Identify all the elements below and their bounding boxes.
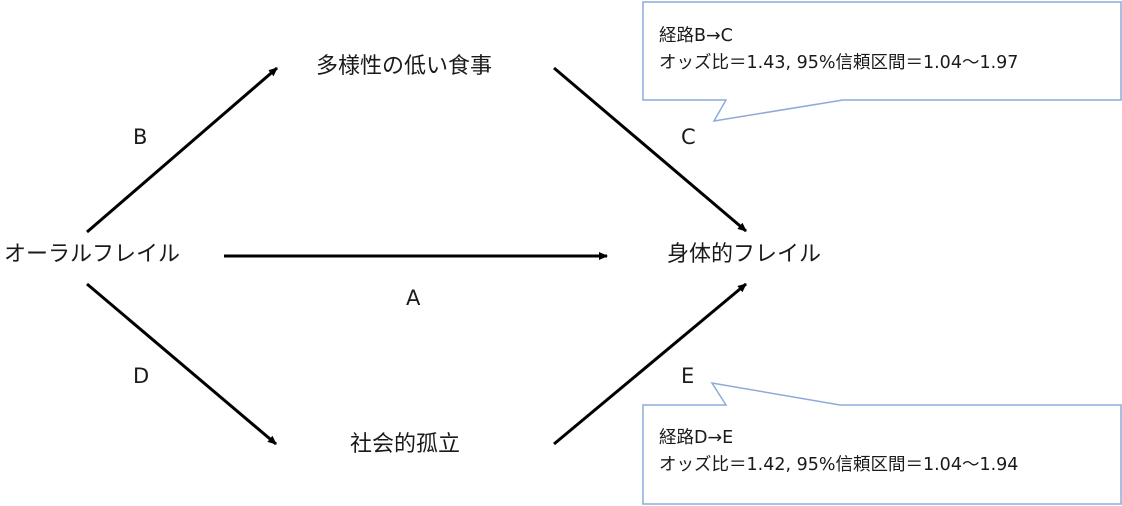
callout-bottom-path: 経路D→E [659,428,734,448]
callout-bottom-stats: オッズ比＝1.42, 95%信頼区間＝1.04〜1.94 [659,455,1019,475]
node-oral-frailty: オーラルフレイル [4,242,181,267]
edge-label-b: B [133,125,148,149]
callout-top-bubble [642,1,1122,122]
callout-top-stats: オッズ比＝1.43, 95%信頼区間＝1.04〜1.97 [659,53,1019,73]
edge-label-d: D [133,364,150,388]
node-social-isolation: 社会的孤立 [350,432,461,457]
callout-top-text: 経路B→C オッズ比＝1.43, 95%信頼区間＝1.04〜1.97 [659,23,1018,77]
edge-label-e: E [681,364,695,388]
callout-bottom-bubble [642,381,1122,505]
arrow-e [553,282,747,446]
node-low-diversity-diet: 多様性の低い食事 [316,54,493,79]
callout-bottom-text: 経路D→E オッズ比＝1.42, 95%信頼区間＝1.04〜1.94 [659,425,1018,479]
edge-label-c: C [681,125,696,149]
edge-label-a: A [406,286,421,310]
callout-top-path: 経路B→C [659,26,733,46]
arrow-b [86,66,278,234]
arrow-d [86,282,277,446]
arrow-c [553,66,747,233]
node-physical-frailty: 身体的フレイル [667,242,822,267]
